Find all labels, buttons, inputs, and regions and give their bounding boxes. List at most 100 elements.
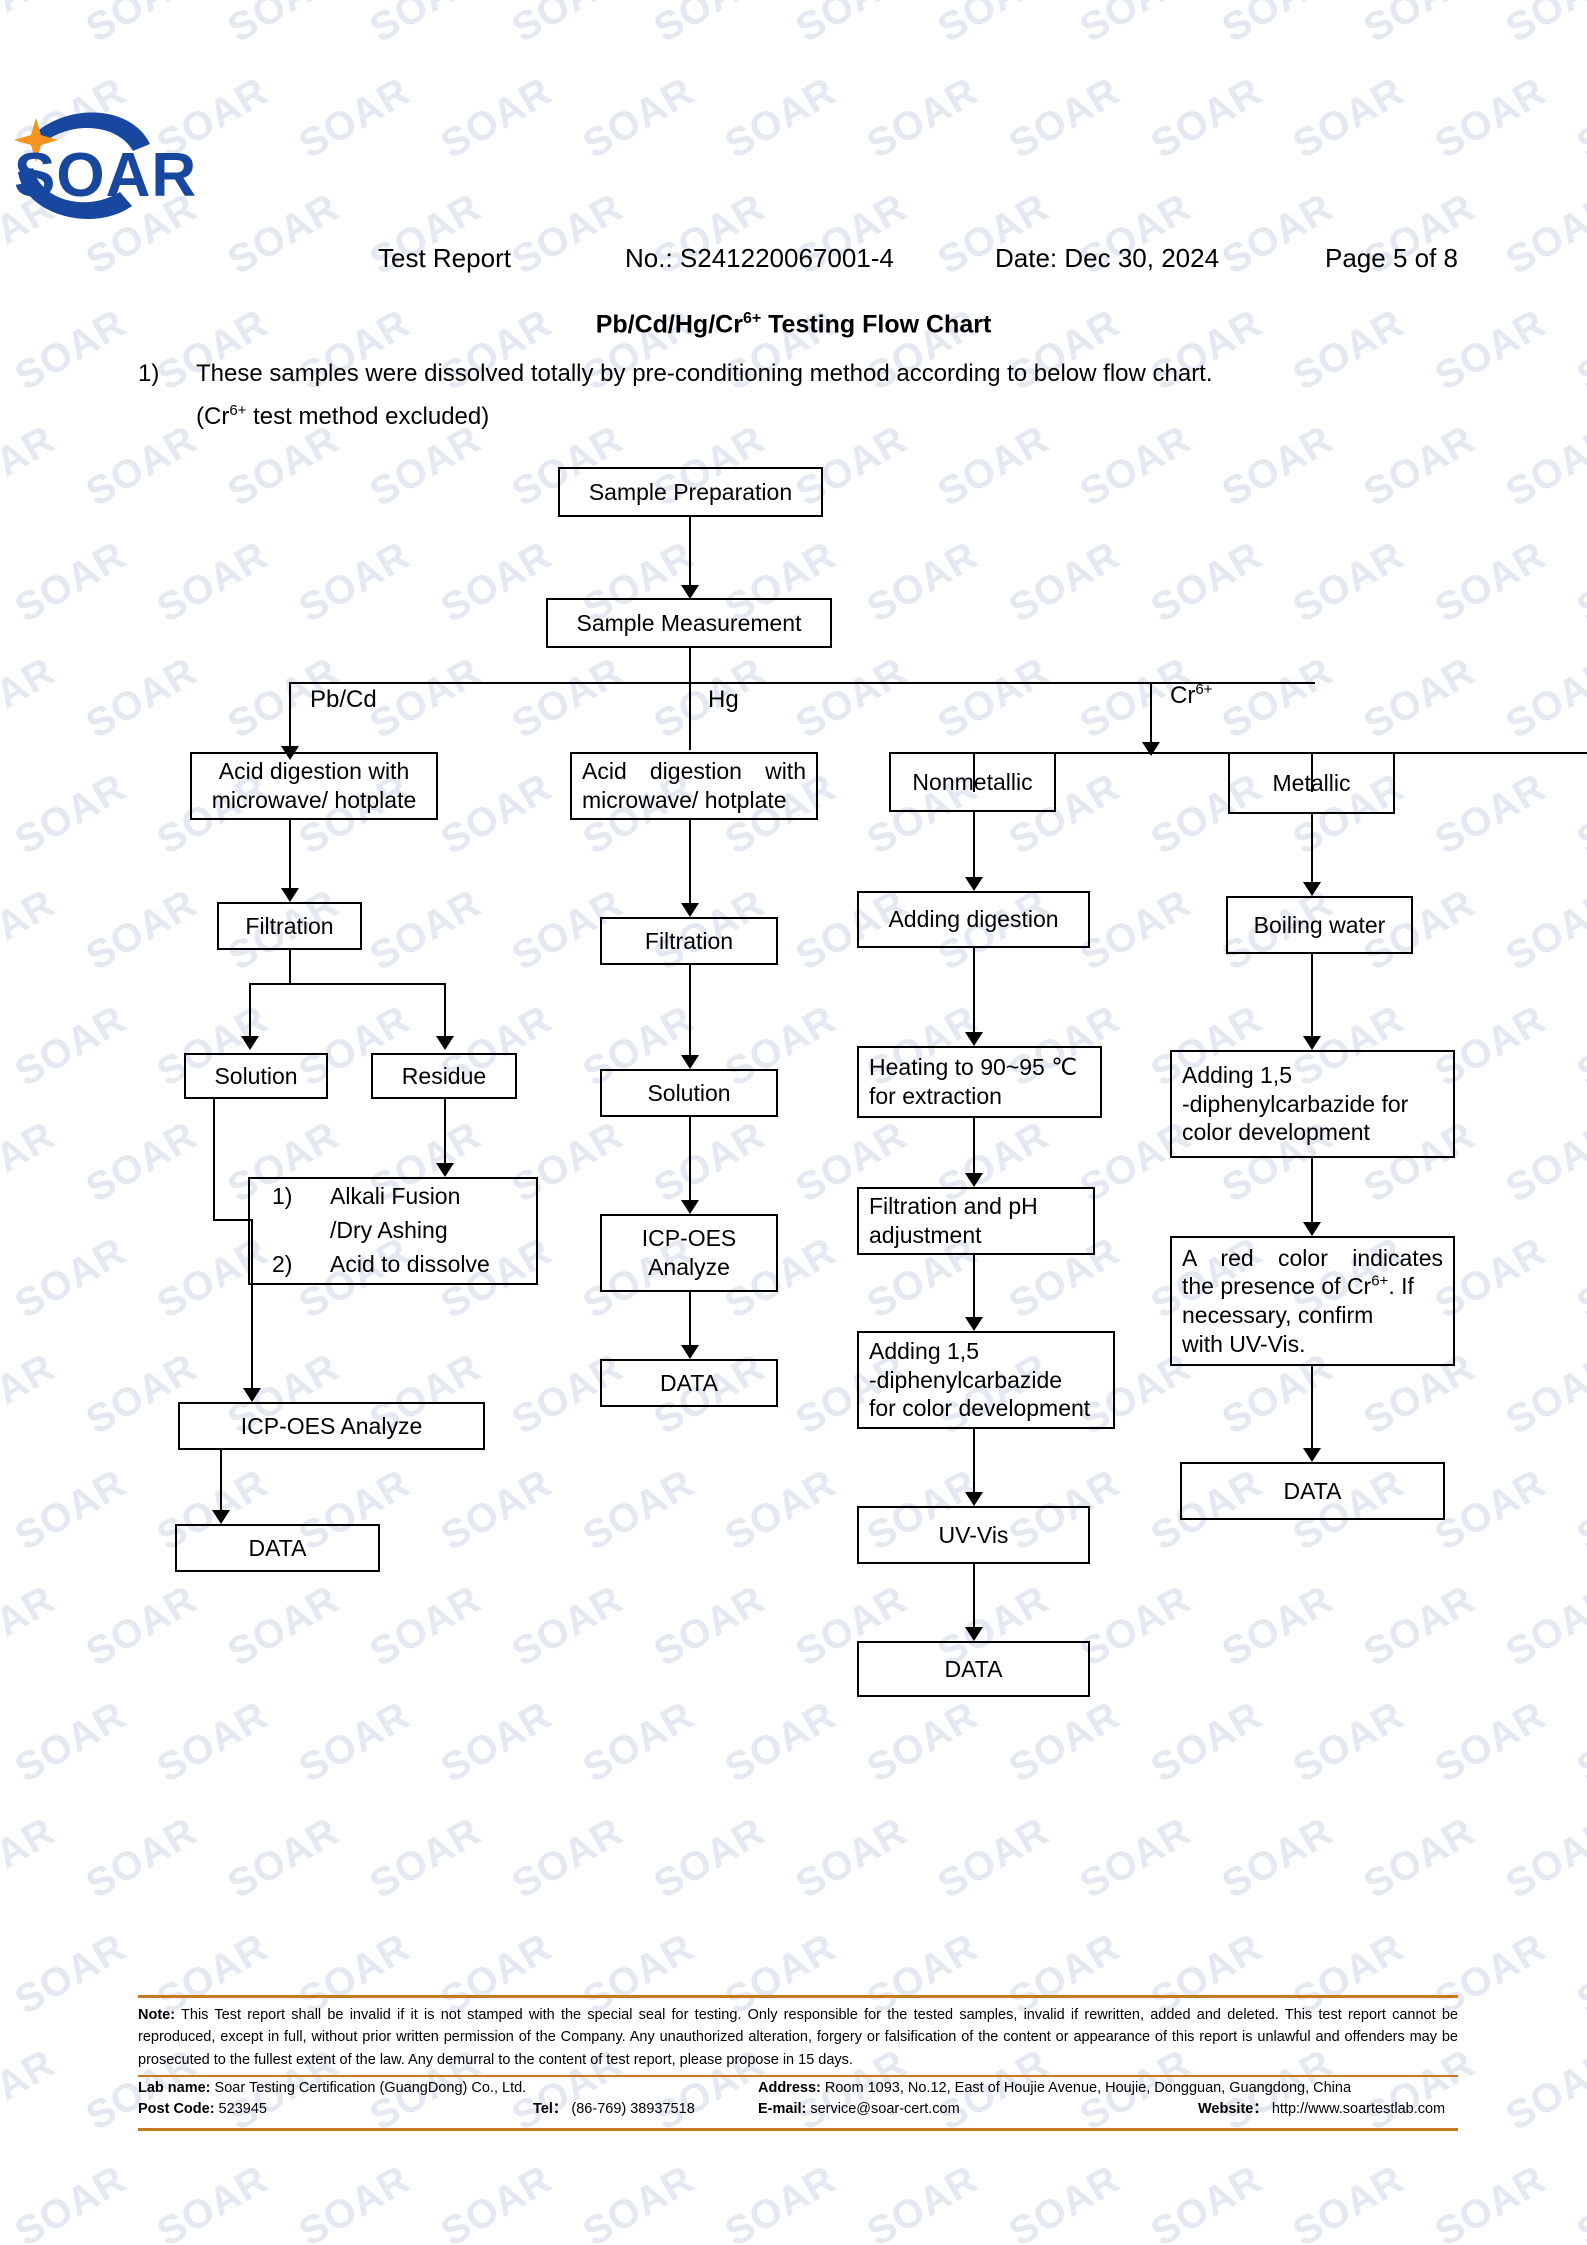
node-pbcd-filtration: Filtration [217, 902, 362, 950]
edge-icp-to-data [220, 1450, 222, 1515]
edge-join-to-icp [251, 1219, 253, 1392]
footer-address-label: Address: [758, 2080, 821, 2097]
arrowhead [281, 888, 299, 902]
arrowhead [965, 1032, 983, 1046]
footer-divider-middle [138, 2075, 1458, 2078]
page-title-prefix: Pb/Cd/Hg/Cr [595, 310, 743, 339]
edge-boiling-to-dpc [1311, 954, 1313, 1042]
footer-address: Address: Room 1093, No.12, East of Houji… [758, 2077, 1351, 2100]
edge-hg-filtration-to-solution [689, 965, 691, 1061]
branch-label-cr-text: Cr [1170, 682, 1196, 709]
intro-line-2: (Cr6+ test method excluded) [196, 402, 489, 431]
node-pbcd-alkali-fusion: 1) Alkali Fusion /Dry Ashing 2) Acid to … [248, 1177, 538, 1285]
page-number: Page 5 of 8 [1325, 243, 1458, 273]
node-text-superscript: 6+ [1371, 1272, 1389, 1290]
node-red-color-indicates: A red color indicates the presence of Cr… [1170, 1236, 1455, 1366]
node-text-part: . If [1388, 1273, 1414, 1300]
arrowhead [681, 903, 699, 917]
node-pbcd-icp-oes: ICP-OES Analyze [178, 1402, 485, 1450]
node-sample-preparation: Sample Preparation [558, 467, 823, 517]
node-text-line: necessary, confirm [1182, 1302, 1374, 1328]
edge-filtration-down [289, 950, 291, 985]
arrowhead [681, 585, 699, 599]
node-metallic: Metallic [1228, 752, 1395, 814]
node-text-line: Adding 1,5 [869, 1337, 979, 1364]
node-hg-icp-oes: ICP-OES Analyze [600, 1214, 778, 1292]
footer-post-code-label: Post Code: [138, 2101, 215, 2118]
footer-email: E-mail: service@soar-cert.com [758, 2098, 960, 2121]
report-date: Date: Dec 30, 2024 [995, 243, 1220, 273]
node-text-line: Heating to 90~95 ℃ [869, 1054, 1078, 1081]
arrowhead [965, 1492, 983, 1506]
footer-note: Note: This Test report shall be invalid … [138, 1998, 1458, 2075]
intro-line-2-prefix: (Cr [196, 403, 230, 430]
edge-pbcd-drop [289, 682, 291, 750]
arrowhead [241, 1036, 259, 1050]
soar-logo: SOAR [0, 110, 230, 220]
footer-email-label: E-mail: [758, 2101, 807, 2118]
footer-note-text: This Test report shall be invalid if it … [138, 2007, 1458, 2068]
branch-label-pbcd: Pb/Cd [310, 686, 377, 713]
edge-heating-to-filtration-ph [973, 1118, 975, 1178]
edge-uvvis-to-data [973, 1564, 975, 1632]
footer-website-label: Website： [1198, 2101, 1268, 2118]
page-footer: Note: This Test report shall be invalid … [138, 1995, 1458, 2132]
edge-filtration-ph-to-dpc [973, 1255, 975, 1323]
report-header-row: Test Report No.: S241220067001-4 Date: D… [0, 243, 1587, 279]
edge-metallic-to-boiling [1311, 814, 1313, 886]
footer-lab-name-label: Lab name: [138, 2080, 211, 2097]
footer-divider-top [138, 1995, 1458, 1998]
footer-post-code: Post Code: 523945 [138, 2098, 267, 2121]
branch-label-cr-superscript: 6+ [1195, 681, 1213, 698]
arrowhead [965, 1173, 983, 1187]
edge-adding-to-heating [973, 948, 975, 1038]
footer-tel: Tel： (86-769) 38937518 [533, 2098, 695, 2121]
footer-website-value: http://www.soartestlab.com [1267, 2101, 1446, 2118]
footer-lab-name-value: Soar Testing Certification (GuangDong) C… [210, 2080, 527, 2097]
arrowhead [681, 1345, 699, 1359]
node-adding-digestion: Adding digestion [857, 891, 1090, 948]
edge-dpc-to-uvvis [973, 1429, 975, 1497]
edge-nonmetallic-drop [973, 752, 975, 792]
edge-to-solution [249, 983, 251, 1041]
edge-main-bus [289, 682, 1315, 684]
arrowhead [1303, 1448, 1321, 1462]
node-text-line: for color development [869, 1395, 1091, 1422]
node-text-line: 2) Acid to dissolve [272, 1250, 526, 1280]
node-text-line: -diphenylcarbazide [869, 1366, 1063, 1393]
node-hg-filtration: Filtration [600, 917, 778, 965]
edge-solution-down [213, 1099, 215, 1221]
list-text: Alkali Fusion [330, 1183, 461, 1209]
arrowhead [1303, 882, 1321, 896]
node-text-line: Acid digestion with [218, 758, 410, 785]
edge-solution-join [213, 1219, 253, 1221]
edge-redcolor-to-data [1311, 1366, 1313, 1454]
arrowhead [1303, 1036, 1321, 1050]
node-heating: Heating to 90~95 ℃ for extraction [857, 1046, 1102, 1118]
node-text-line: ICP-OES [641, 1225, 737, 1252]
node-text-line: adjustment [869, 1222, 982, 1248]
node-text-line: A red color indicates [1182, 1244, 1443, 1271]
node-pbcd-data: DATA [175, 1524, 380, 1572]
node-uv-vis: UV-Vis [857, 1506, 1090, 1564]
node-pbcd-acid-digestion: Acid digestion with microwave/ hotplate [190, 752, 438, 820]
edge-filtration-split [249, 983, 446, 985]
list-text: /Dry Ashing [330, 1217, 448, 1243]
edge-hg-acid-to-filtration [689, 820, 691, 908]
node-text-line: Adding 1,5 [1182, 1061, 1292, 1088]
intro-line-1: These samples were dissolved totally by … [196, 360, 1213, 387]
node-nonmetallic-data: DATA [857, 1641, 1090, 1697]
list-marker: 2) [272, 1251, 293, 1277]
svg-text:SOAR: SOAR [14, 141, 197, 210]
node-boiling-water: Boiling water [1226, 896, 1413, 954]
node-text-line: microwave/ hotplate [211, 787, 417, 813]
arrowhead [212, 1510, 230, 1524]
footer-website: Website： http://www.soartestlab.com [1198, 2098, 1445, 2121]
edge-prep-to-measure [689, 517, 691, 589]
list-text: Acid to dissolve [330, 1251, 490, 1277]
node-metallic-data: DATA [1180, 1462, 1445, 1520]
node-metallic-adding-dpc: Adding 1,5 -diphenylcarbazide for color … [1170, 1050, 1455, 1158]
node-hg-acid-digestion: Acid digestion with microwave/ hotplate [570, 752, 818, 820]
edge-hg-icp-to-data [689, 1292, 691, 1350]
arrowhead [965, 1317, 983, 1331]
